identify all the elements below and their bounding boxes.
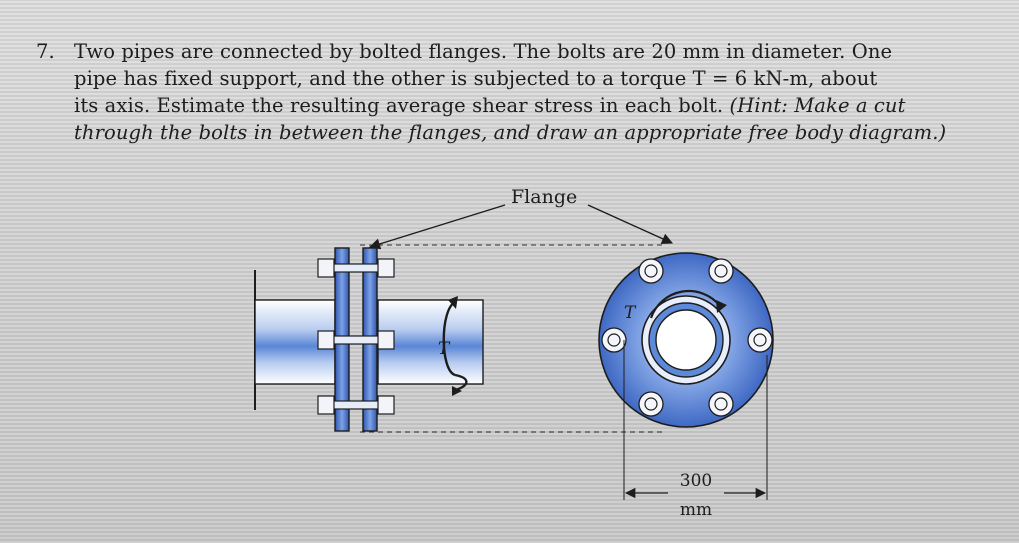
problem-number: 7. <box>36 40 55 63</box>
problem-line-4: through the bolts in between the flanges… <box>74 121 947 144</box>
torque-symbol-side: T <box>438 339 451 359</box>
bolt-end-6 <box>708 391 734 417</box>
dimension-unit: mm <box>680 500 712 520</box>
flange-end-view <box>598 252 774 428</box>
flange-leader-right <box>587 204 674 244</box>
torque-symbol-end: T <box>624 303 637 323</box>
dimension-value: 300 <box>680 471 712 491</box>
bolt-side-middle <box>317 330 395 350</box>
bolt-end-2 <box>708 258 734 284</box>
bolt-end-5 <box>638 391 664 417</box>
right-pipe <box>377 299 484 385</box>
problem-line-3: its axis. Estimate the resulting average… <box>74 94 906 117</box>
bolt-side-top <box>317 258 395 278</box>
problem-line-1: 7.Two pipes are connected by bolted flan… <box>36 40 893 63</box>
bolt-end-4 <box>747 327 773 353</box>
torque-arrow-side <box>442 296 468 396</box>
flange-label: Flange <box>511 186 577 208</box>
bolt-end-3 <box>601 327 627 353</box>
torque-arrow-end <box>649 289 727 319</box>
bolt-end-1 <box>638 258 664 284</box>
problem-line-2: pipe has fixed support, and the other is… <box>74 67 878 90</box>
bolt-side-bottom <box>317 395 395 415</box>
problem-statement: 7.Two pipes are connected by bolted flan… <box>36 38 976 146</box>
flange-leader-left <box>368 204 506 250</box>
